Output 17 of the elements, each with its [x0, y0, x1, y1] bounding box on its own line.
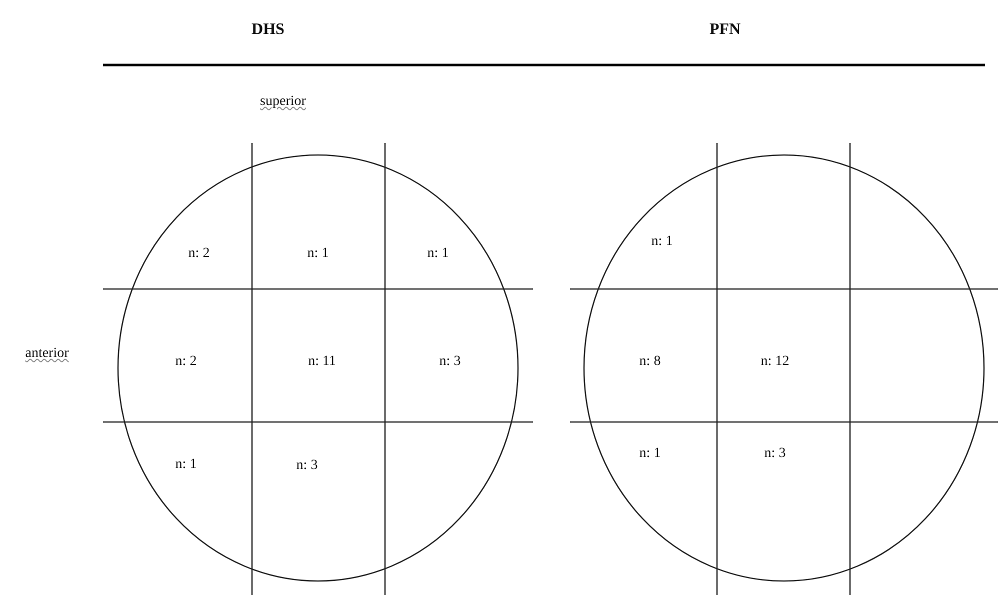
cell-count: n: 3	[439, 354, 461, 370]
cell-count: n: 1	[307, 246, 329, 262]
cell-count: n: 1	[639, 446, 661, 462]
cell-count: n: 2	[188, 246, 210, 262]
cell-count: n: 2	[175, 354, 197, 370]
group-heading: PFN	[709, 21, 741, 39]
direction-label: anterior	[25, 346, 69, 362]
cell-count: n: 11	[308, 354, 336, 370]
group-heading: DHS	[252, 21, 284, 39]
cell-count: n: 1	[427, 246, 449, 262]
cell-count: n: 3	[764, 446, 786, 462]
cell-count: n: 8	[639, 354, 661, 370]
cell-count: n: 3	[296, 458, 318, 474]
direction-label: superior	[260, 94, 306, 110]
cell-count: n: 1	[175, 457, 197, 473]
cell-count: n: 1	[651, 234, 673, 250]
cell-count: n: 12	[760, 354, 790, 370]
